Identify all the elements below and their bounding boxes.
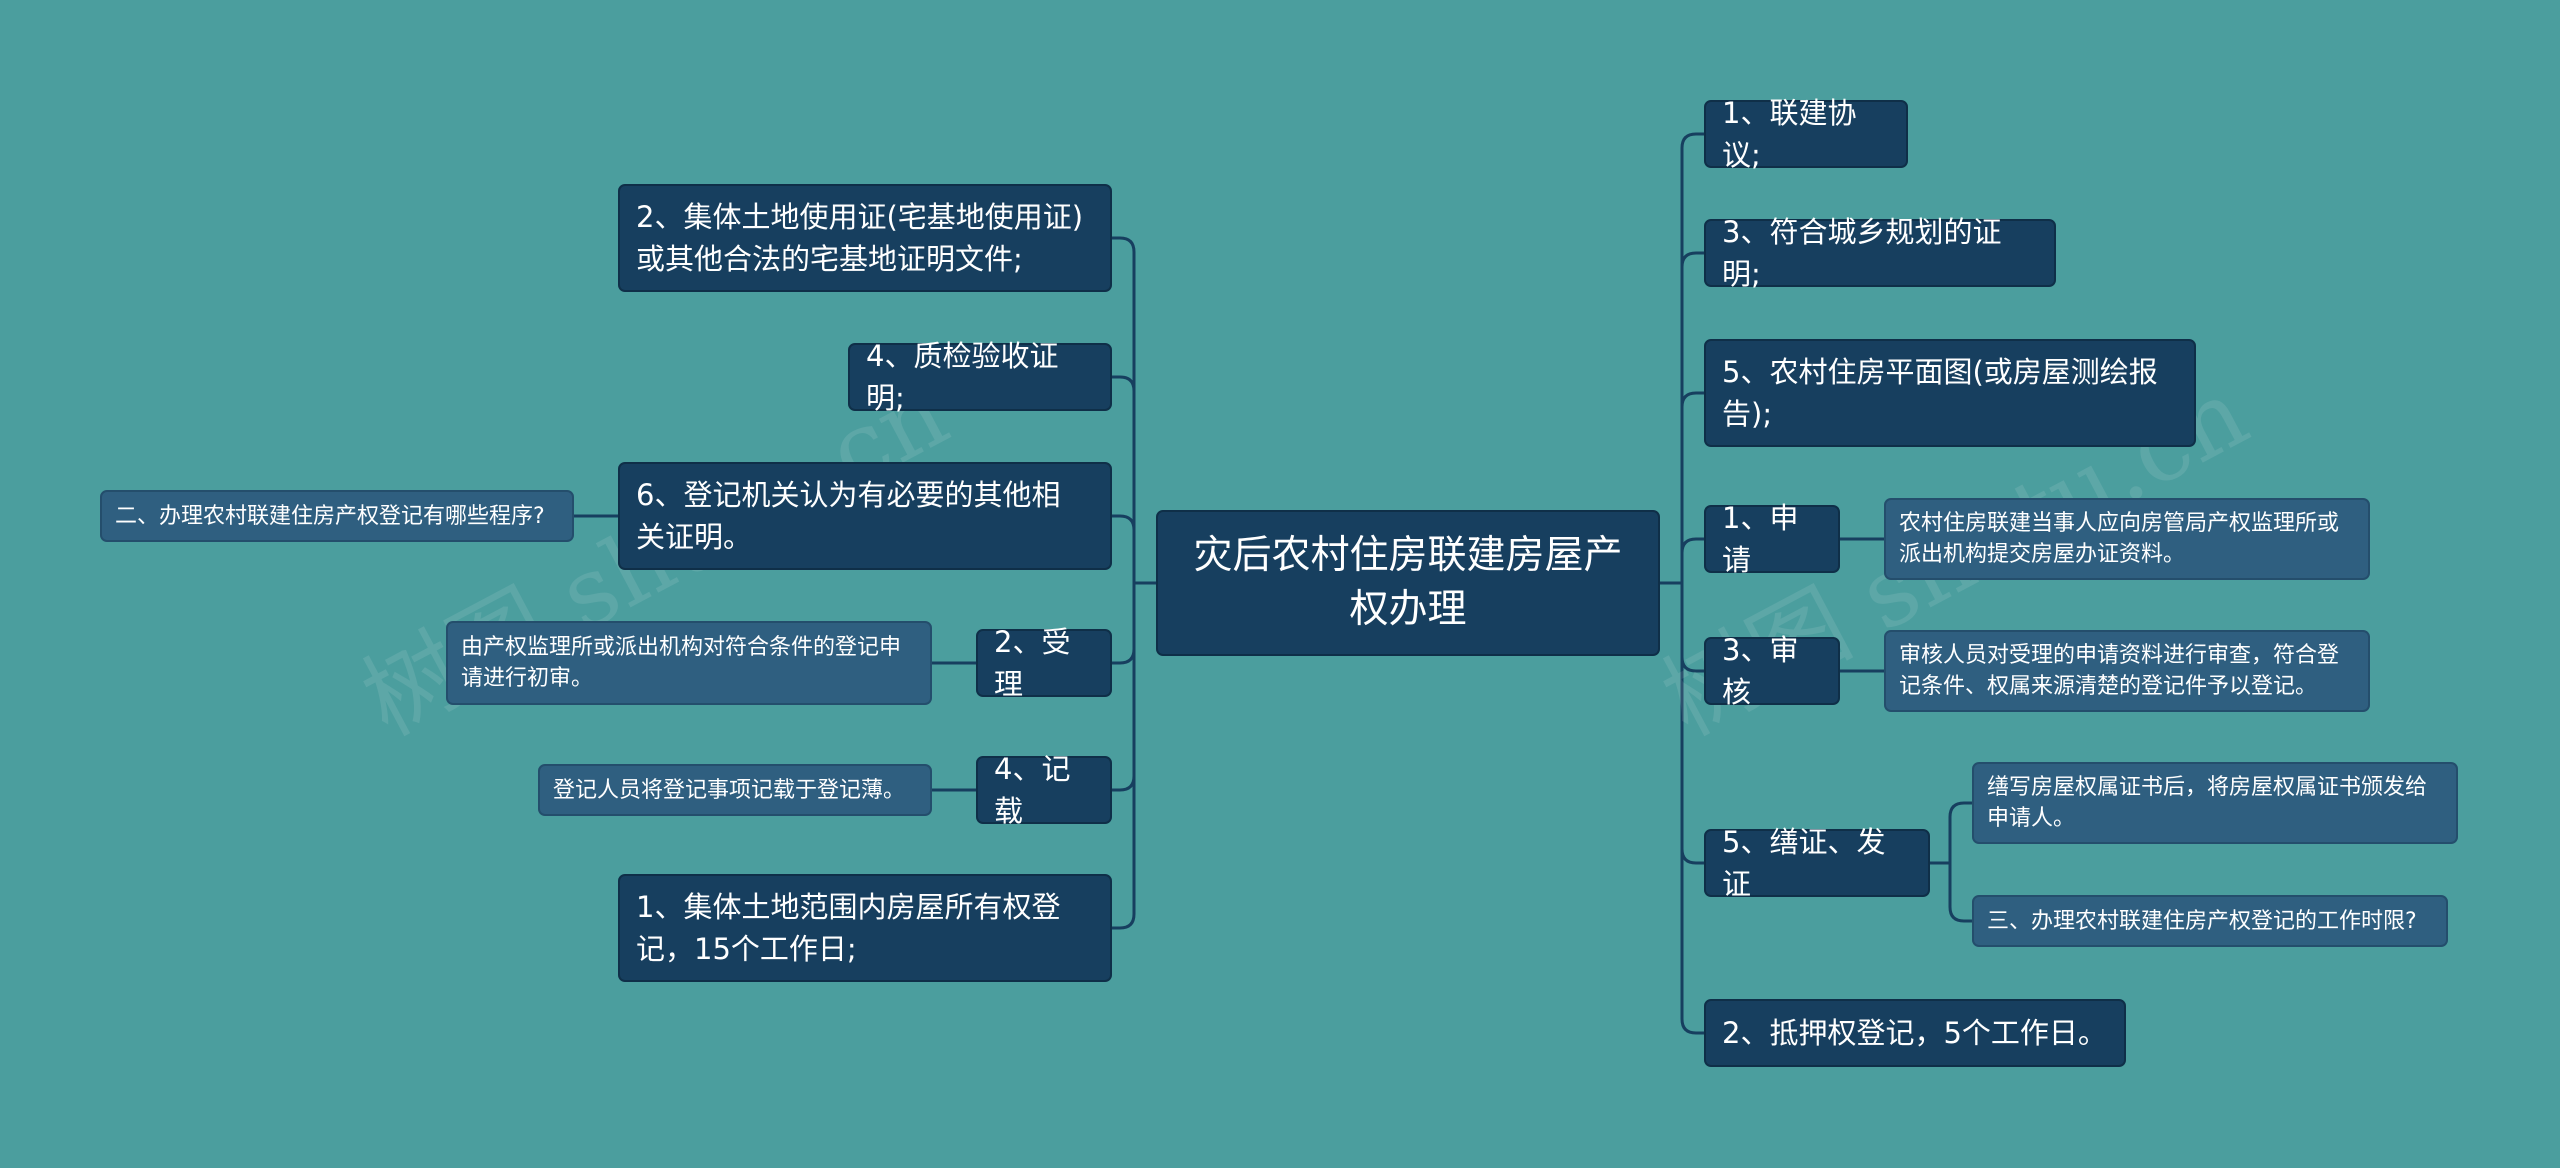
- left-topic-quality-inspection[interactable]: 4、质检验收证明;: [848, 339, 1112, 415]
- left-main-link-2: [1112, 514, 1136, 583]
- right-topic-review[interactable]: 3、审核: [1704, 633, 1840, 709]
- right-main-link-2: [1680, 391, 1704, 583]
- right-main-link-0: [1680, 132, 1704, 583]
- left-main-link-3: [1112, 583, 1136, 665]
- right-topic-floor-plan[interactable]: 5、农村住房平面图(或房屋测绘报 告);: [1704, 339, 2196, 447]
- left-topic-accept[interactable]: 2、受理: [976, 625, 1112, 701]
- right-r5-link-1: [1948, 863, 1972, 923]
- left-leaf-procedures-question[interactable]: 二、办理农村联建住房产权登记有哪些程序?: [100, 490, 574, 542]
- right-topic-mortgage-registration[interactable]: 2、抵押权登记，5个工作日。: [1704, 999, 2126, 1067]
- left-topic-land-certificate[interactable]: 2、集体土地使用证(宅基地使用证) 或其他合法的宅基地证明文件;: [618, 184, 1112, 292]
- left-topic-other-proofs[interactable]: 6、登记机关认为有必要的其他相 关证明。: [618, 462, 1112, 570]
- right-topic-apply[interactable]: 1、申请: [1704, 501, 1840, 577]
- root-topic[interactable]: 灾后农村住房联建房屋产 权办理: [1156, 510, 1660, 656]
- right-main-link-6: [1680, 583, 1704, 1035]
- left-main-link-1: [1112, 375, 1136, 583]
- left-leaf-record-detail[interactable]: 登记人员将登记事项记载于登记薄。: [538, 764, 932, 816]
- left-topic-ownership-registration[interactable]: 1、集体土地范围内房屋所有权登 记，15个工作日;: [618, 874, 1112, 982]
- right-leaf-review-detail[interactable]: 审核人员对受理的申请资料进行审查，符合登 记条件、权属来源清楚的登记件予以登记。: [1884, 630, 2370, 712]
- left-main-link-4: [1112, 583, 1136, 792]
- right-r5-link-0: [1948, 801, 1972, 863]
- right-leaf-time-limit-question[interactable]: 三、办理农村联建住房产权登记的工作时限?: [1972, 895, 2448, 947]
- right-leaf-issue-detail[interactable]: 缮写房屋权属证书后，将房屋权属证书颁发给 申请人。: [1972, 762, 2458, 844]
- left-topic-record[interactable]: 4、记载: [976, 752, 1112, 828]
- right-topic-planning-proof[interactable]: 3、符合城乡规划的证明;: [1704, 215, 2056, 291]
- left-leaf-accept-detail[interactable]: 由产权监理所或派出机构对符合条件的登记申 请进行初审。: [446, 621, 932, 705]
- right-topic-joint-agreement[interactable]: 1、联建协议;: [1704, 96, 1908, 172]
- right-topic-issue-certificate[interactable]: 5、缮证、发证: [1704, 825, 1930, 901]
- right-main-link-1: [1680, 251, 1704, 583]
- right-leaf-apply-detail[interactable]: 农村住房联建当事人应向房管局产权监理所或 派出机构提交房屋办证资料。: [1884, 498, 2370, 580]
- left-main-link-5: [1112, 583, 1136, 930]
- left-main-link-0: [1112, 236, 1136, 583]
- right-main-link-3: [1680, 537, 1704, 583]
